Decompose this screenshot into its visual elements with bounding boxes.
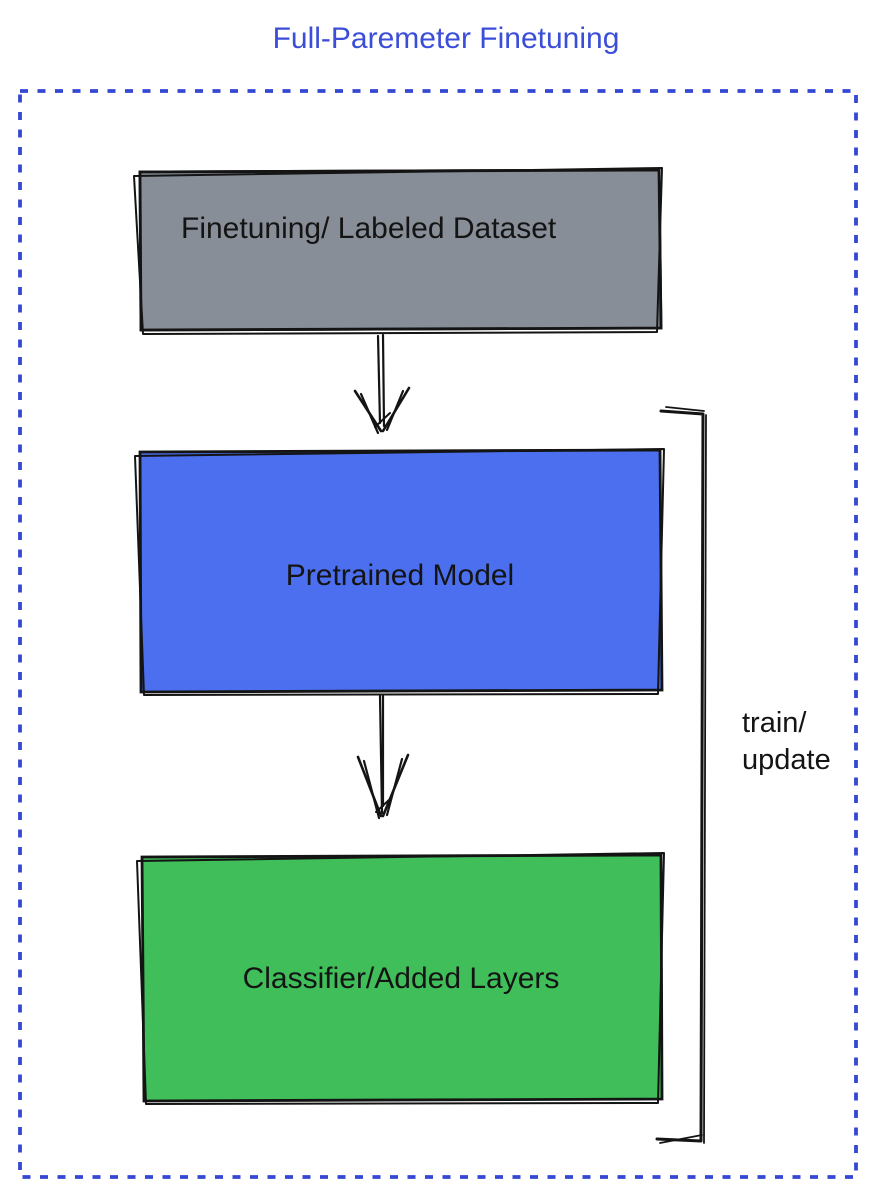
diagram-title: Full-Paremeter Finetuning xyxy=(272,22,620,55)
arrow-pretrained-to-classifier xyxy=(356,694,410,820)
arrow-dataset-to-pretrained xyxy=(353,333,411,435)
pretrained-box-label: Pretrained Model xyxy=(285,559,515,592)
classifier-box-label: Classifier/Added Layers xyxy=(242,962,560,995)
classifier-box xyxy=(136,852,665,1105)
train-update-label: train/ update xyxy=(742,705,831,779)
train-update-label-line1: train/ xyxy=(742,707,807,739)
dataset-box-label: Finetuning/ Labeled Dataset xyxy=(181,212,557,245)
train-update-label-line2: update xyxy=(742,744,831,776)
dataset-box-sketch-outline xyxy=(133,167,663,335)
pretrained-box xyxy=(134,448,665,696)
dataset-box-fill-color xyxy=(138,168,663,332)
dataset-box xyxy=(133,167,663,335)
train-update-bracket xyxy=(655,406,707,1144)
pretrained-box-sketch-outline xyxy=(134,448,665,696)
classifier-box-sketch-outline xyxy=(136,852,665,1105)
